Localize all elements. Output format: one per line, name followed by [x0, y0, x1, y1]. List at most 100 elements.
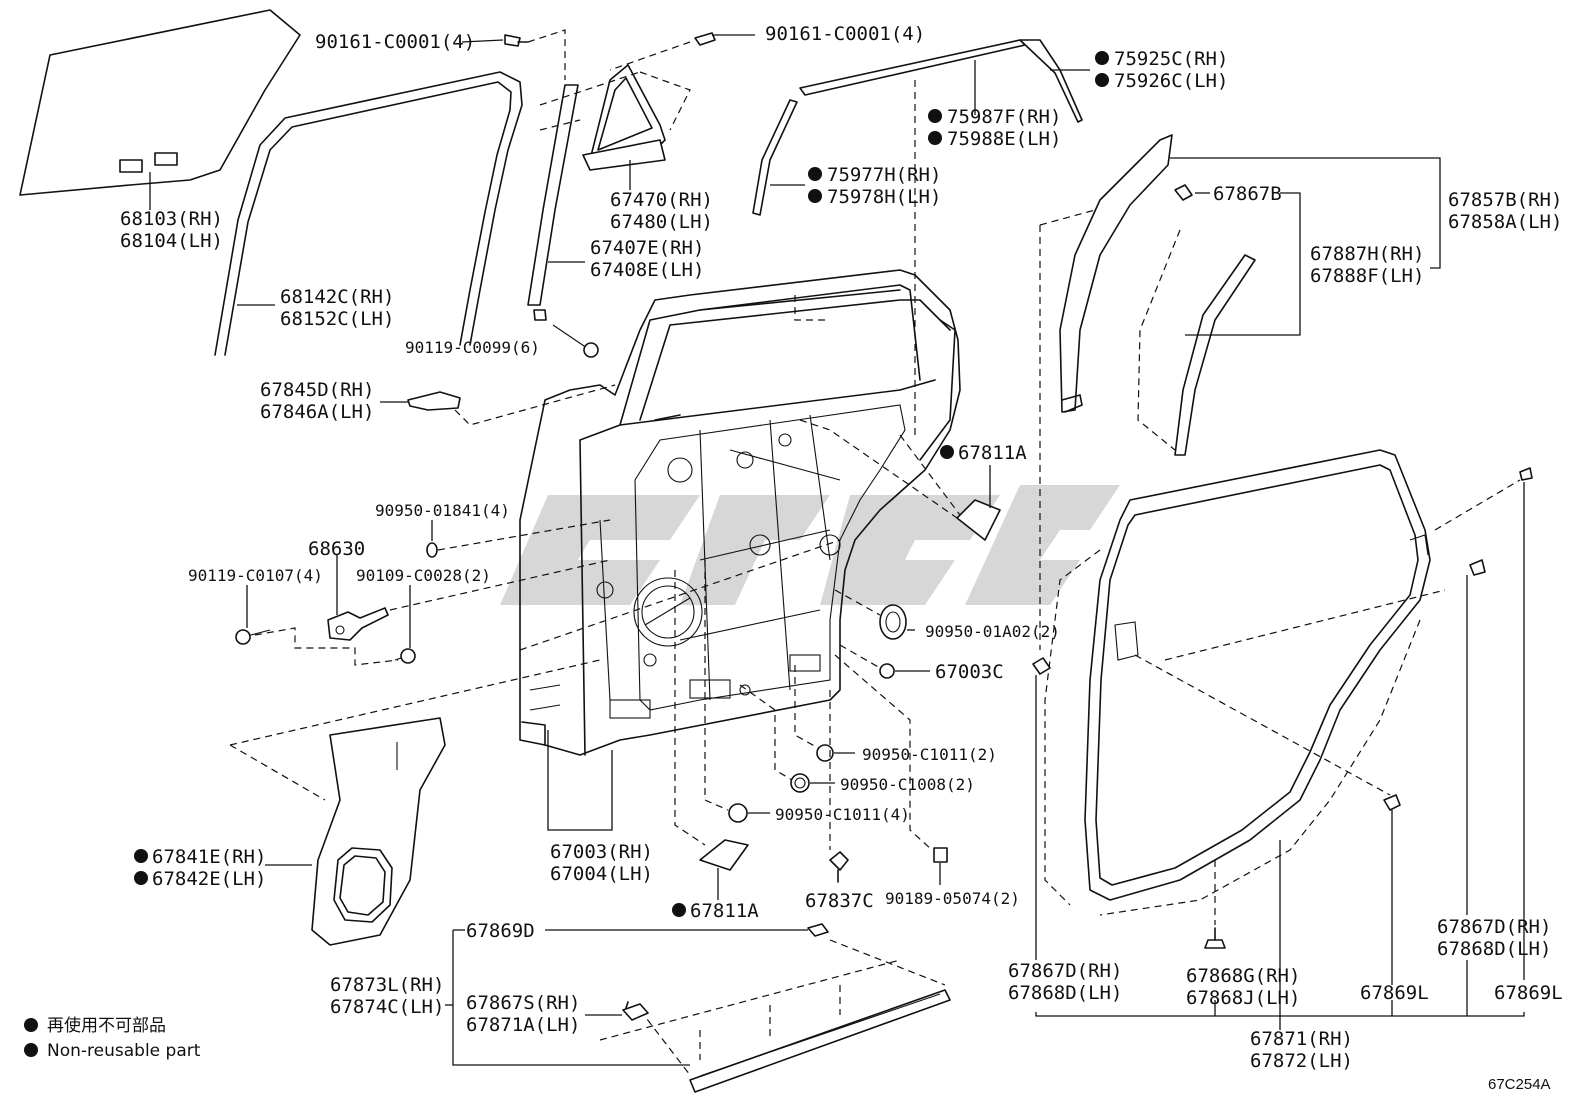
dash-line: [799, 419, 961, 521]
dash-line: [839, 644, 881, 669]
dash-line: [454, 384, 616, 426]
glass-run-weatherstrip: [214, 71, 523, 356]
quarter-window-assembly: [582, 64, 666, 171]
stopper-67845: [407, 391, 461, 411]
bolt-90119-c0099: [552, 324, 599, 358]
dash-line: [1134, 654, 1391, 796]
dash-line: [389, 559, 611, 611]
label-67811a-top: 67811A: [958, 442, 1027, 464]
door-check-68630: [327, 607, 389, 641]
label-75987-rh: 75987F(RH): [947, 106, 1061, 128]
label-67003-rh: 67003(RH): [550, 841, 653, 863]
legend: 再使用不可部品 Non-reusable part: [24, 1015, 201, 1061]
label-67867s-lh: 67871A(LH): [466, 1014, 580, 1036]
label-90119-c0099: 90119-C0099(6): [405, 338, 540, 357]
label-67857-lh: 67858A(LH): [1448, 211, 1562, 233]
clip-67867b: [1174, 184, 1193, 201]
label-67470-rh: 67470(RH): [610, 189, 713, 211]
legend-en: Non-reusable part: [47, 1041, 201, 1061]
o-ring-90950-01841: [426, 542, 438, 558]
bracket-67873: [452, 930, 690, 1066]
door-weatherstrip-67871: [1044, 449, 1431, 916]
label-67871-lh: 67872(LH): [1250, 1050, 1353, 1072]
label-67811a-bottom: 67811A: [690, 900, 759, 922]
nonreusable-dot: [672, 903, 686, 917]
screw-90161-left: [504, 34, 529, 47]
label-67867d-left-lh: 67868D(LH): [1008, 982, 1122, 1004]
dash-line: [254, 627, 399, 666]
bolt-90109-c0028: [394, 648, 416, 664]
clip-67867d-left: [1032, 657, 1051, 675]
frame-garnish-67857: [1059, 134, 1173, 413]
label-67407-rh: 67407E(RH): [590, 237, 704, 259]
bracket-bottom-right: [1035, 1012, 1525, 1017]
bracket-67857: [1170, 157, 1441, 269]
label-67841-lh: 67842E(LH): [152, 868, 266, 890]
clip-67867d-right: [1469, 559, 1486, 576]
label-68630: 68630: [308, 538, 365, 560]
label-67873-rh: 67873L(RH): [330, 974, 444, 996]
label-67837c: 67837C: [805, 890, 874, 912]
label-90109: 90109-C0028(2): [356, 566, 491, 585]
clip-67837c: [829, 851, 849, 883]
label-75977-rh: 75977H(RH): [827, 164, 941, 186]
nonreusable-dot: [134, 849, 148, 863]
dash-line: [834, 654, 933, 851]
dash-line: [229, 659, 601, 746]
bolt-90119-c0107: [235, 629, 271, 645]
dash-line: [739, 684, 793, 781]
clip-67869d: [807, 923, 829, 937]
dash-line: [1434, 479, 1521, 531]
dash-line: [899, 434, 961, 516]
label-75925-lh: 75926C(LH): [1114, 70, 1228, 92]
clip-67869l-right: [1519, 467, 1533, 481]
moulding-67887: [1137, 229, 1256, 456]
plug-90950-01a02: [879, 604, 907, 640]
label-90950-01a02: 90950-01A02(2): [925, 622, 1060, 641]
leader-90161-left: [461, 39, 504, 43]
label-75925-rh: 75925C(RH): [1114, 48, 1228, 70]
plug-90950-c1011-4: [728, 803, 748, 823]
label-67845-lh: 67846A(LH): [260, 401, 374, 423]
label-67867d-left-rh: 67867D(RH): [1008, 960, 1122, 982]
label-67003-lh: 67004(LH): [550, 863, 653, 885]
dash-line: [1039, 209, 1096, 226]
dash-line: [794, 295, 830, 321]
dash-line: [609, 41, 691, 71]
screw-90161-right: [694, 32, 716, 46]
dash-line: [674, 570, 706, 846]
clip-67003c: [879, 663, 895, 679]
dash-line: [539, 71, 641, 106]
clip-67867s: [622, 1001, 649, 1021]
label-67869l-right: 67869L: [1494, 982, 1563, 1004]
label-67845-rh: 67845D(RH): [260, 379, 374, 401]
nonreusable-dot: [808, 189, 822, 203]
label-68142-lh: 68152C(LH): [280, 308, 394, 330]
dash-line: [1164, 589, 1446, 661]
label-90119-c0107: 90119-C0107(4): [188, 566, 323, 585]
dash-line: [519, 539, 841, 651]
label-67869d: 67869D: [466, 920, 535, 942]
label-67873-lh: 67874C(LH): [330, 996, 444, 1018]
belt-moulding-75925: [799, 39, 1083, 123]
label-67871-rh: 67871(RH): [1250, 1028, 1353, 1050]
label-67470-lh: 67480(LH): [610, 211, 713, 233]
label-90950-c1011-2: 90950-C1011(2): [862, 745, 997, 764]
rocker-weatherstrip-67873: [599, 939, 951, 1093]
label-67867s-rh: 67867S(RH): [466, 992, 580, 1014]
legend-dot-en: [24, 1043, 38, 1057]
labels: 90161-C0001(4) 90161-C0001(4) 75925C(RH)…: [120, 23, 1563, 1072]
label-90161-right: 90161-C0001(4): [765, 23, 925, 45]
dash-line: [229, 744, 326, 801]
dash-line: [794, 665, 819, 749]
dash-line: [539, 119, 581, 131]
label-67869l-mid: 67869L: [1360, 982, 1429, 1004]
label-67867b: 67867B: [1213, 183, 1282, 205]
dash-line: [437, 519, 611, 551]
service-hole-cover-67841: [311, 717, 446, 946]
nonreusable-dot: [940, 445, 954, 459]
seal-67811a-top: [956, 499, 1001, 541]
nonreusable-dot: [808, 167, 822, 181]
